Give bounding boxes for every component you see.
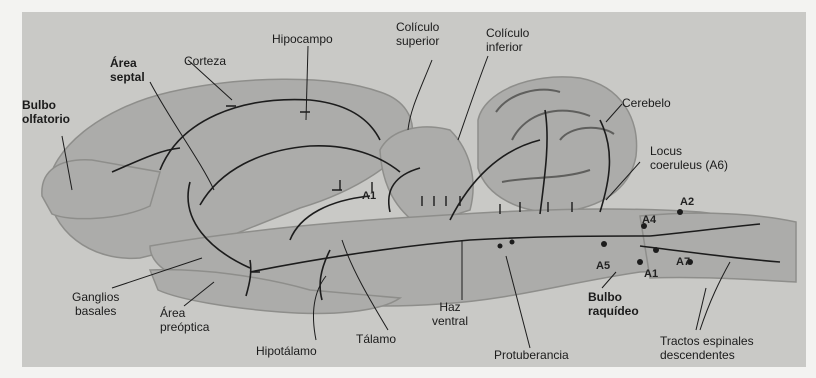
label-locus-coeruleus: Locus coeruleus (A6) [650,144,728,172]
label-cerebelo: Cerebelo [622,96,671,110]
code-a2: A2 [680,196,694,208]
spinal-cord-region [640,213,796,282]
label-bulbo-raquideo: Bulbo raquídeo [588,290,639,318]
label-coliculo-superior: Colículo superior [396,20,439,48]
code-a5: A5 [596,260,610,272]
code-a7: A7 [676,256,690,268]
label-talamo: Tálamo [356,332,396,346]
code-a1-lower: A1 [644,268,658,280]
label-area-preoptica: Área preóptica [160,306,209,334]
midbrain-region [380,127,473,226]
label-corteza: Corteza [184,54,226,68]
olfactory-bulb-region [42,160,160,219]
label-hipotalamo: Hipotálamo [256,344,317,358]
label-haz-ventral: Haz ventral [432,300,468,328]
label-bulbo-olfatorio: Bulbo olfatorio [22,98,70,126]
label-hipocampo: Hipocampo [272,32,333,46]
label-area-septal: Área septal [110,56,145,84]
label-coliculo-inferior: Colículo inferior [486,26,529,54]
label-ganglios-basales: Ganglios basales [72,290,119,318]
code-a4: A4 [642,214,656,226]
label-tractos-espinales: Tractos espinales descendentes [660,334,754,362]
code-a1-upper: A1 [362,190,376,202]
label-protuberancia: Protuberancia [494,348,569,362]
